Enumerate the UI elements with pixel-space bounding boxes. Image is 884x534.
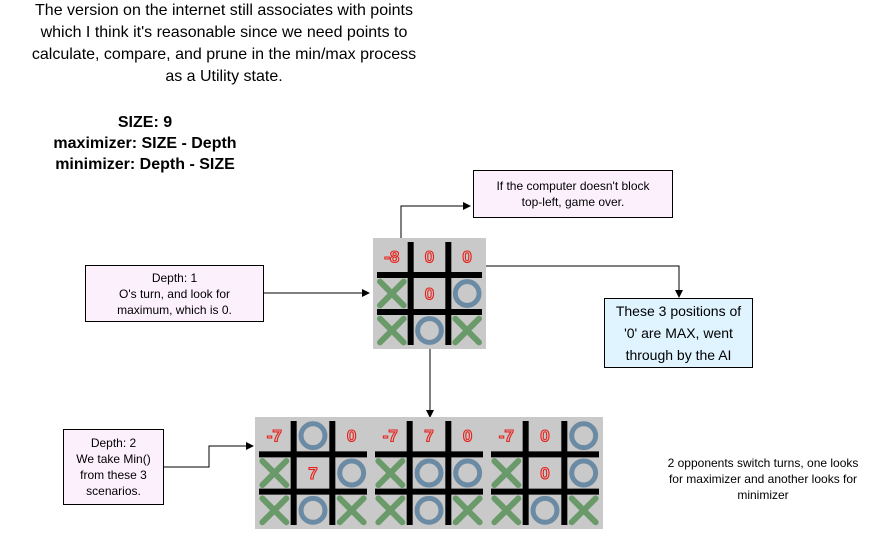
note-line: from these 3 [80,468,147,482]
score-label: 0 [425,285,434,304]
o-mark [569,421,599,451]
note-line: for maximizer and another looks for [668,472,858,486]
score-label: 7 [424,427,433,446]
arrow-board-to-max-note [486,265,683,298]
intro-line: calculate, compare, and prune in the min… [31,46,417,63]
note-line: These 3 positions of [615,303,742,319]
x-mark [336,495,367,526]
o-mark [453,458,483,488]
size-label: SIZE: 9 [117,114,173,131]
note-depth-2: Depth: 2 We take Min() from these 3 scen… [63,429,164,505]
o-mark [415,316,444,345]
board-depth-2-c: -7 0 0 [487,417,603,529]
note-line: If the computer doesn't block [496,179,650,193]
board-depth-1: -8 0 0 0 [373,238,486,349]
score-label: 0 [462,248,471,267]
o-mark [414,458,444,488]
o-mark [298,495,328,525]
x-mark [491,458,522,488]
note-line: Depth: 1 [151,270,198,285]
o-mark [337,458,367,488]
x-mark [376,278,407,309]
tic-tac-toe-board: -7 7 0 [371,417,487,529]
note-line: '0' are MAX, went [624,325,733,341]
note-line: minimizer [737,488,789,502]
o-mark [530,495,560,525]
score-label: -7 [267,427,282,446]
maximizer-label: maximizer: SIZE - Depth [53,135,237,152]
score-label: 0 [540,464,549,483]
minimizer-label: minimizer: Depth - SIZE [55,156,235,173]
boards-depth-2: -7 0 7 -7 7 0 -7 0 0 [255,417,603,529]
score-label: 0 [425,248,434,267]
o-mark [414,495,444,525]
x-mark [452,495,483,526]
score-label: 0 [463,427,472,446]
note-line: 2 opponents switch turns, one looks [667,456,859,470]
note-line: top-left, game over. [521,195,625,209]
x-mark [259,458,290,488]
tic-tac-toe-board: -7 0 7 [255,417,371,529]
score-label: 0 [540,427,549,446]
score-label: -7 [383,427,398,446]
x-mark [375,495,406,526]
o-mark [452,279,482,308]
note-line: through by the AI [625,347,732,363]
x-mark [259,495,290,526]
board-depth-2-a: -7 0 7 [255,417,371,529]
note-line: We take Min() [76,452,151,466]
note-line: O's turn, and look for [118,286,230,301]
note-top-left-block: If the computer doesn't block top-left, … [473,170,673,218]
intro-line: as a Utility state. [165,68,283,85]
intro-line: The version on the internet still associ… [35,2,413,19]
tic-tac-toe-board: -8 0 0 0 [373,238,486,349]
arrow-depth2-to-bottom-boards [164,442,254,468]
score-label: 7 [308,464,317,483]
score-label: 0 [347,427,356,446]
note-opponents: 2 opponents switch turns, one looks for … [643,455,883,503]
note-max-positions: These 3 positions of '0' are MAX, went t… [604,298,753,368]
o-mark [569,458,599,488]
note-depth-1: Depth: 1 O's turn, and look for maximum,… [85,265,264,322]
note-line: maximum, which is 0. [117,302,232,317]
x-mark [568,495,599,526]
board-depth-2-b: -7 7 0 [371,417,487,529]
score-label: -7 [499,427,514,446]
arrow-board-to-top-note [400,202,471,238]
formula-block: SIZE: 9 maximizer: SIZE - Depth minimize… [20,112,270,175]
x-mark [452,315,483,346]
intro-line: which I think it's reasonable since we n… [40,24,408,41]
note-line: scenarios. [86,484,141,498]
tic-tac-toe-board: -7 0 0 [487,417,603,529]
intro-text: The version on the internet still associ… [0,0,448,88]
x-mark [376,315,407,346]
x-mark [491,495,522,526]
score-label: -8 [384,248,399,267]
x-mark [375,458,406,488]
note-line: Depth: 2 [90,436,137,450]
o-mark [298,421,328,451]
